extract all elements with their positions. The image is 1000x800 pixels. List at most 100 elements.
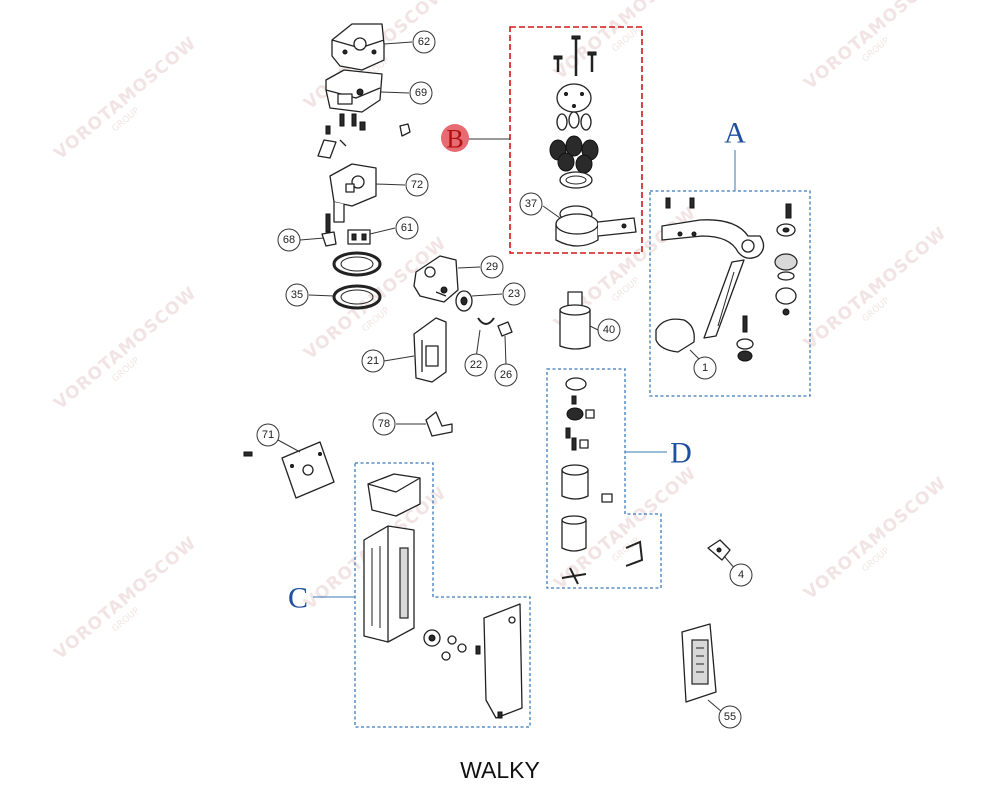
callout-1: 1 <box>693 356 717 380</box>
svg-text:VOROTAMOSCOW: VOROTAMOSCOW <box>800 223 950 354</box>
callout-circle <box>372 412 396 436</box>
group-c-frame <box>354 462 531 728</box>
callout-number: 71 <box>262 429 274 441</box>
part-68 <box>321 213 337 247</box>
callout-number: 78 <box>378 418 390 430</box>
callout-69: 69 <box>409 81 433 105</box>
callout-number: 23 <box>508 288 520 300</box>
callout-number: 37 <box>525 198 537 210</box>
svg-text:VOROTAMOSCOW: VOROTAMOSCOW <box>50 283 200 414</box>
diagram-title: WALKY <box>460 757 540 783</box>
part-40 <box>559 291 591 350</box>
group-c: C <box>288 462 531 728</box>
svg-text:VOROTAMOSCOW: VOROTAMOSCOW <box>800 473 950 604</box>
group-b-letter: B <box>446 125 463 154</box>
callout-35: 35 <box>285 283 309 307</box>
group-d-frame <box>546 368 662 589</box>
callout-circle <box>693 356 717 380</box>
part-69 <box>325 69 383 113</box>
callout-number: 72 <box>411 179 423 191</box>
part-26 <box>497 321 513 337</box>
callouts: 62 69 72 68 61 35 29 23 21 22 26 37 40 1 78 71 4 55 <box>256 30 753 729</box>
group-a-letter: A <box>724 117 746 150</box>
part-4 <box>707 539 731 561</box>
callout-37: 37 <box>519 192 543 216</box>
group-d: D <box>546 368 692 589</box>
callout-circle <box>464 353 488 377</box>
callout-number: 4 <box>738 569 744 581</box>
callout-circle <box>277 228 301 252</box>
callout-68: 68 <box>277 228 301 252</box>
callout-29: 29 <box>480 255 504 279</box>
part-29 <box>413 255 459 303</box>
group-a-frame <box>649 190 811 397</box>
callout-number: 69 <box>415 87 427 99</box>
callout-21: 21 <box>361 349 385 373</box>
group-c-parts <box>363 473 523 719</box>
part-62 <box>331 23 385 71</box>
callout-23: 23 <box>502 282 526 306</box>
part-72 <box>329 163 377 223</box>
part-23 <box>455 290 473 312</box>
group-a: A <box>649 117 811 397</box>
callout-number: 61 <box>401 222 413 234</box>
callout-number: 29 <box>486 261 498 273</box>
callout-circle <box>597 318 621 342</box>
callout-circle <box>361 349 385 373</box>
callout-78: 78 <box>372 412 396 436</box>
callout-circle <box>729 563 753 587</box>
callout-circle <box>519 192 543 216</box>
callout-circle <box>502 282 526 306</box>
callout-number: 55 <box>724 711 736 723</box>
callout-circle <box>285 283 309 307</box>
callout-circle <box>405 173 429 197</box>
group-c-letter: C <box>288 582 308 615</box>
callout-72: 72 <box>405 173 429 197</box>
callout-number: 1 <box>702 362 708 374</box>
part-55 <box>681 623 717 703</box>
callout-number: 22 <box>470 359 482 371</box>
group-b: B <box>441 26 643 254</box>
group-d-parts <box>561 377 644 585</box>
callout-circle <box>412 30 436 54</box>
callout-circle <box>409 81 433 105</box>
callout-number: 40 <box>603 324 615 336</box>
group-d-letter: D <box>670 437 692 470</box>
callout-22: 22 <box>464 353 488 377</box>
leader-lines <box>277 41 737 713</box>
group-a-parts <box>655 197 798 362</box>
group-b-parts <box>549 35 637 247</box>
group-b-badge <box>441 124 469 152</box>
part-71 <box>243 441 335 499</box>
callout-number: 62 <box>418 36 430 48</box>
part-78 <box>425 411 453 437</box>
callout-number: 35 <box>291 289 303 301</box>
callout-71: 71 <box>256 423 280 447</box>
callout-number: 26 <box>500 369 512 381</box>
callout-62: 62 <box>412 30 436 54</box>
callout-number: 68 <box>283 234 295 246</box>
callout-26: 26 <box>494 363 518 387</box>
callout-55: 55 <box>718 705 742 729</box>
callout-circle <box>480 255 504 279</box>
callout-4: 4 <box>729 563 753 587</box>
group-b-frame <box>509 26 643 254</box>
callout-circle <box>395 216 419 240</box>
callout-circle <box>256 423 280 447</box>
callout-61: 61 <box>395 216 419 240</box>
part-61 <box>347 229 371 245</box>
part-21 <box>413 317 447 383</box>
callout-40: 40 <box>597 318 621 342</box>
svg-text:VOROTAMOSCOW: VOROTAMOSCOW <box>50 33 200 164</box>
callout-number: 21 <box>367 355 379 367</box>
svg-text:VOROTAMOSCOW: VOROTAMOSCOW <box>50 533 200 664</box>
part-22 <box>477 317 495 325</box>
